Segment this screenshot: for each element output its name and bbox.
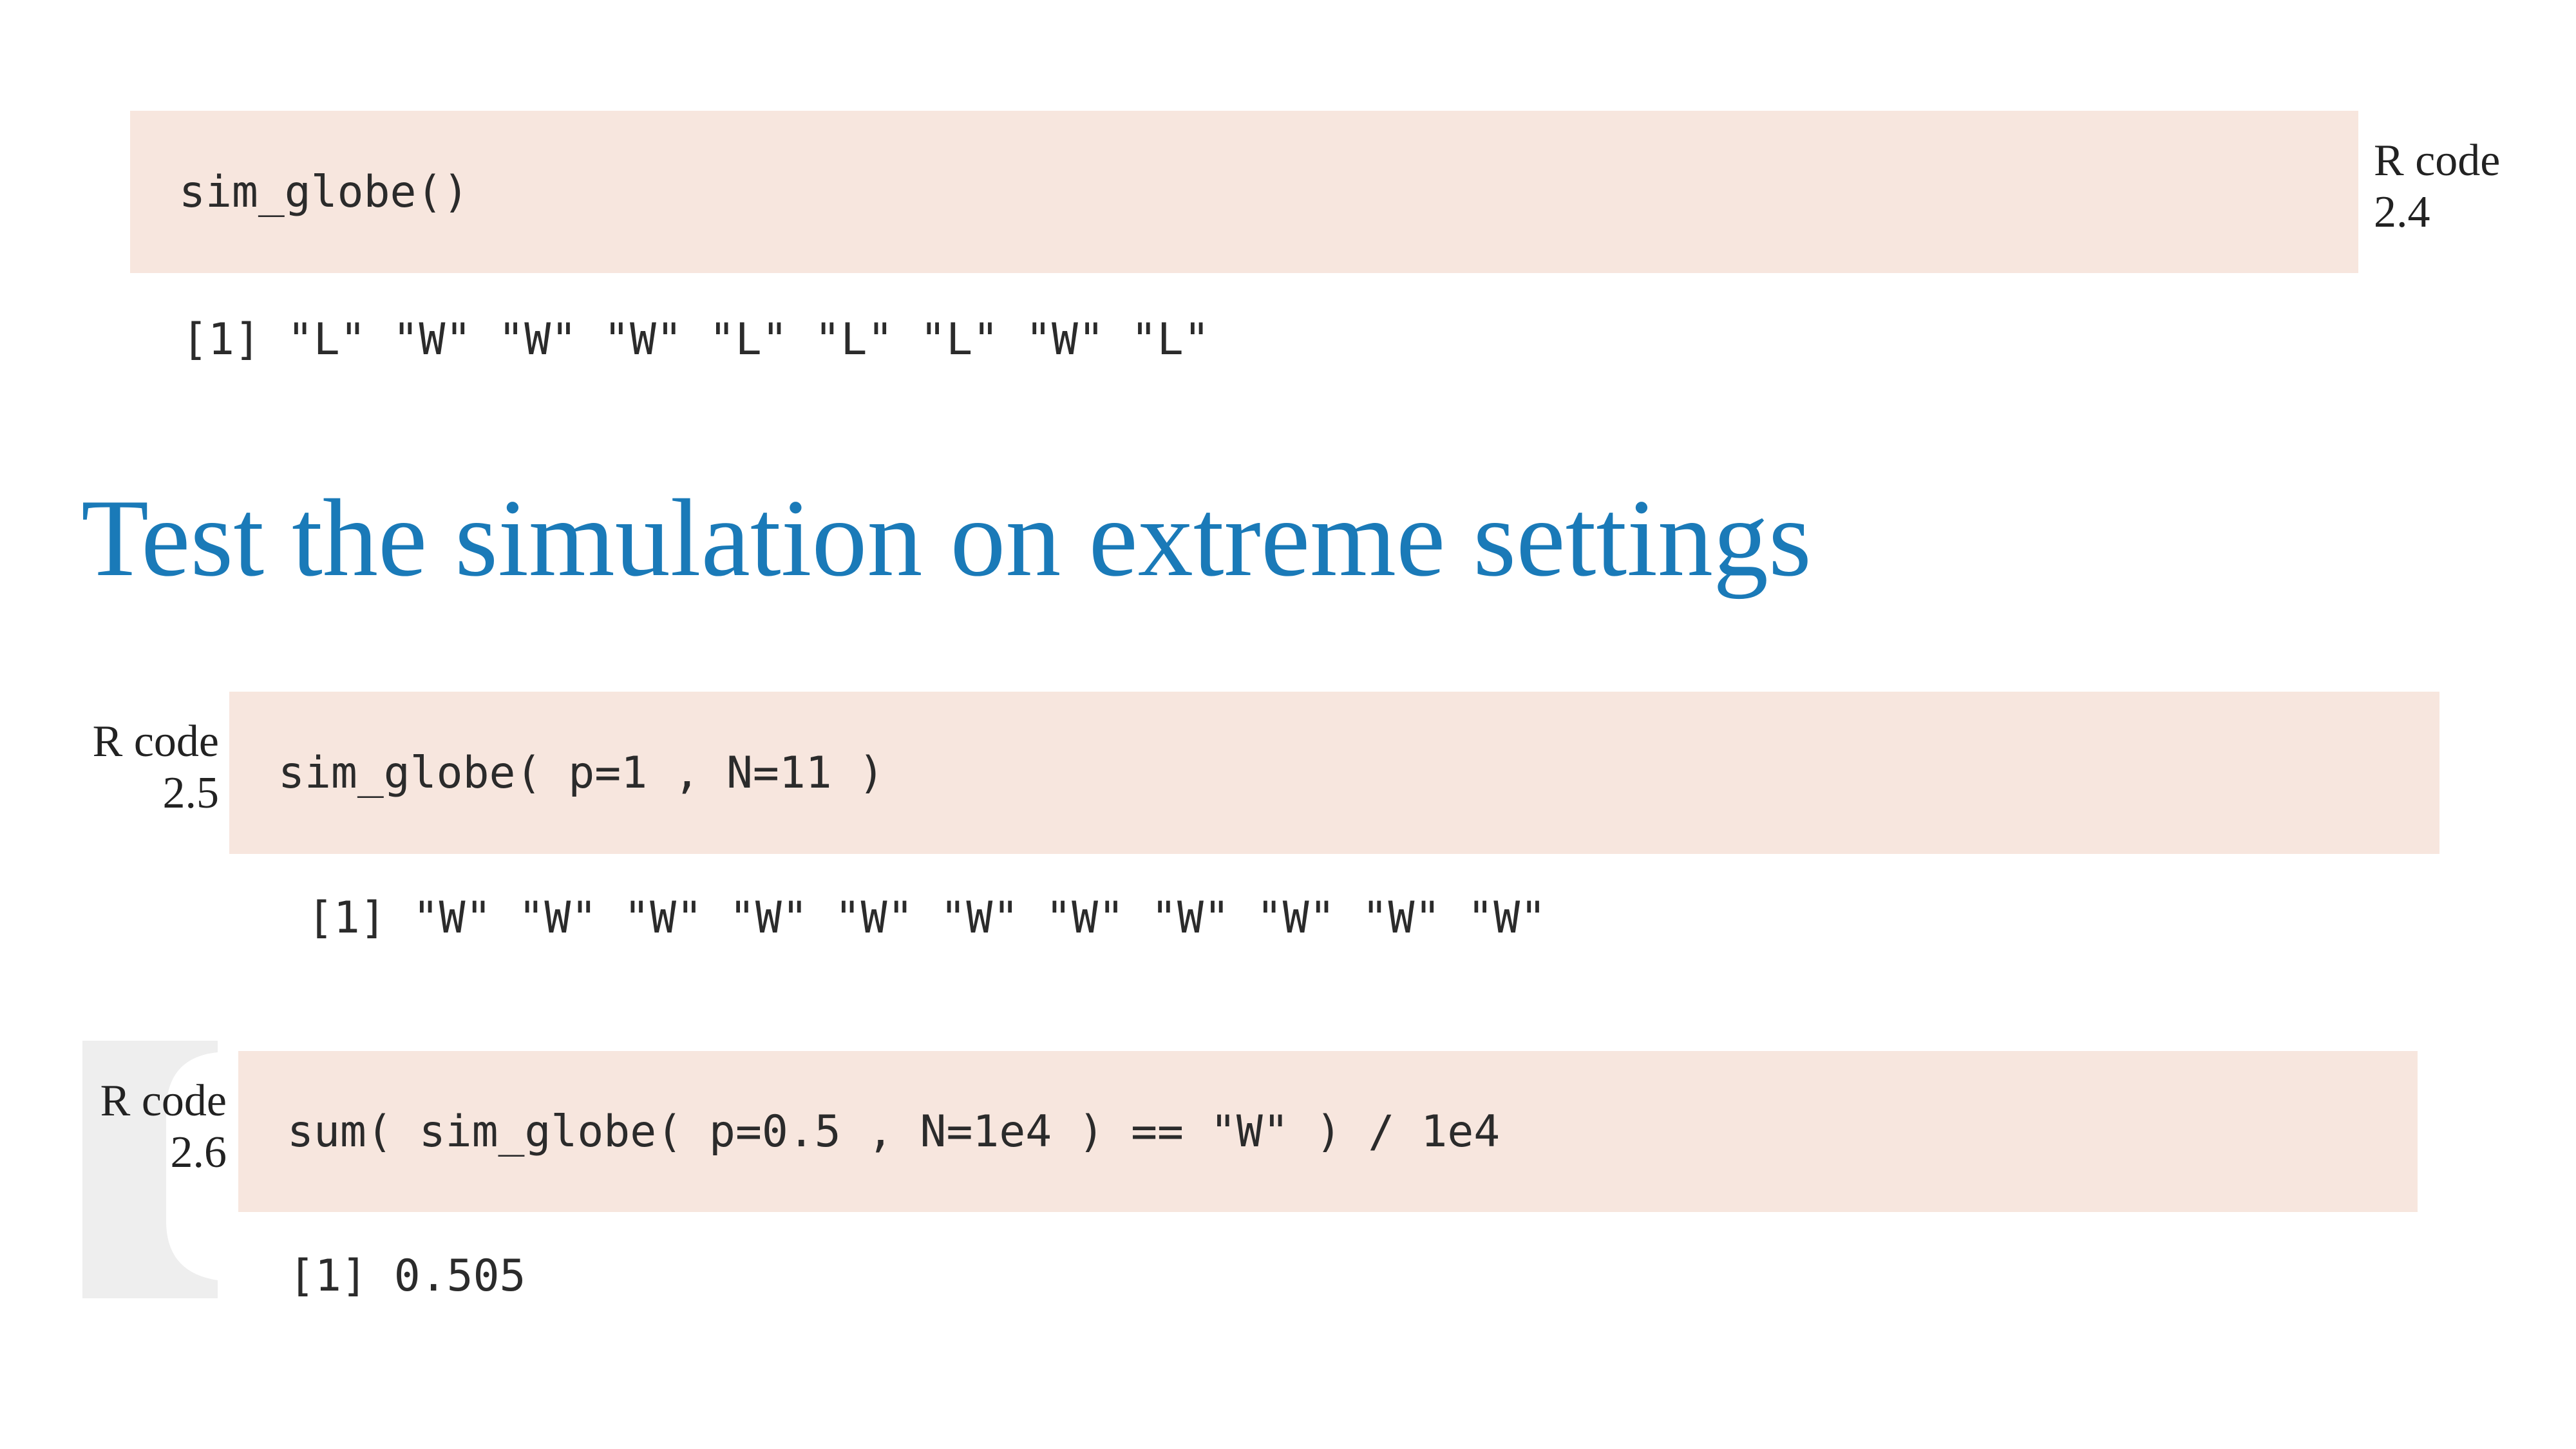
code-text: sim_globe( p=1 , N=11 ): [278, 747, 885, 799]
code-output: [1] "L" "W" "W" "W" "L" "L" "L" "W" "L": [182, 314, 1210, 365]
rcode-label-2-6: R code 2.6: [45, 1075, 227, 1179]
code-text: sim_globe(): [179, 166, 469, 218]
rcode-label-2-4: R code 2.4: [2374, 135, 2500, 238]
rcode-label-title: R code: [100, 1076, 227, 1126]
section-heading: Test the simulation on extreme settings: [81, 477, 1812, 600]
code-block-2-5: sim_globe( p=1 , N=11 ): [229, 692, 2439, 854]
code-output: [1] 0.505: [289, 1251, 526, 1302]
code-output: [1] "W" "W" "W" "W" "W" "W" "W" "W" "W" …: [281, 893, 1547, 943]
code-text: sum( sim_globe( p=0.5 , N=1e4 ) == "W" )…: [287, 1106, 1501, 1157]
rcode-label-2-5: R code 2.5: [39, 716, 219, 819]
rcode-label-title: R code: [92, 717, 219, 766]
rcode-label-number: 2.4: [2374, 187, 2430, 237]
rcode-label-number: 2.6: [170, 1128, 227, 1177]
code-block-2-6: sum( sim_globe( p=0.5 , N=1e4 ) == "W" )…: [238, 1051, 2418, 1212]
rcode-label-number: 2.5: [162, 768, 220, 818]
decorative-bracket-icon: [82, 1041, 218, 1298]
rcode-label-title: R code: [2374, 136, 2501, 185]
code-block-2-4: sim_globe(): [130, 111, 2358, 273]
